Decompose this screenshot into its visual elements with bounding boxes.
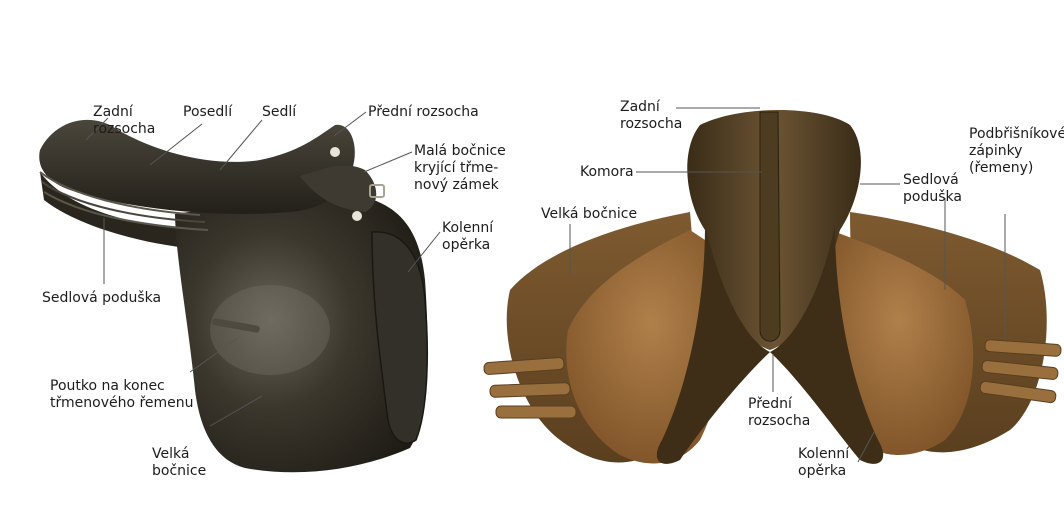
label-right-sedlova-poduska: Sedlová poduška [903, 172, 962, 206]
label-left-zadni-rozsocha: Zadní rozsocha [93, 104, 155, 138]
left-saddle-stud-1 [330, 147, 340, 157]
label-right-podbrisnikove: Podbřišníkové zápinky (řemeny) [969, 126, 1064, 177]
label-right-zadni-rozsocha: Zadní rozsocha [620, 99, 682, 133]
left-saddle-stud-2 [352, 211, 362, 221]
label-left-sedli: Sedlí [262, 104, 296, 121]
left-saddle-seat [39, 120, 355, 214]
label-left-velka-bocnice: Velká bočnice [152, 446, 206, 480]
label-right-komora: Komora [580, 164, 634, 181]
right-saddle-girth-straps-right [980, 339, 1062, 403]
label-left-predni-rozsocha: Přední rozsocha [368, 104, 479, 121]
label-left-poutko: Poutko na konec třmenového řemenu [50, 378, 194, 412]
label-left-mala-bocnice: Malá bočnice kryjící třme- nový zámek [414, 143, 506, 194]
label-left-sedlova-poduska: Sedlová poduška [42, 290, 161, 307]
right-saddle-girth-straps-left [484, 357, 576, 418]
right-saddle-gullet [760, 112, 780, 341]
label-left-kolenni-operka: Kolenní opěrka [442, 220, 493, 254]
label-left-posedli: Posedlí [183, 104, 232, 121]
label-right-kolenni-operka: Kolenní opěrka [798, 446, 849, 480]
label-right-velka-bocnice: Velká bočnice [541, 206, 637, 223]
label-right-predni-rozsocha: Přední rozsocha [748, 396, 810, 430]
